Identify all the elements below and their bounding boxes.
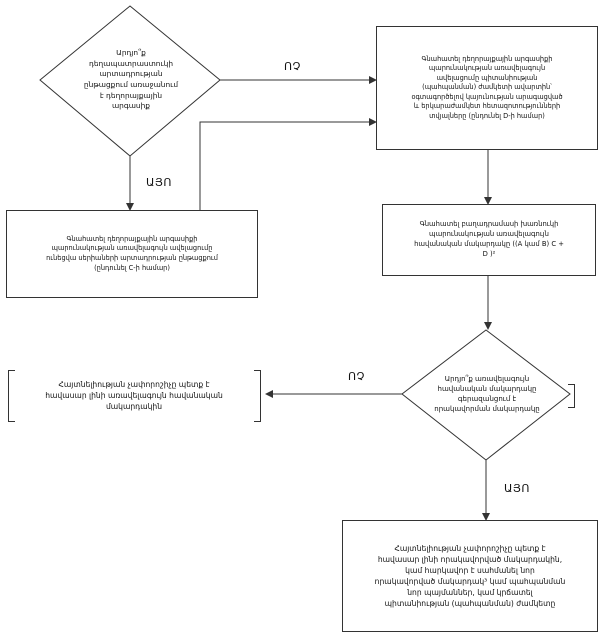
decision-2-label: Արդյո՞ք առավելագույն հավանական մակարդակը…	[434, 374, 540, 414]
decision-1-text: Արդյո՞ք դեղապատրաստուկի արտադրության ընթ…	[58, 30, 204, 130]
process-box-top-right: Գնահատել դեղորայքային արգասիքի պարունակո…	[376, 26, 598, 150]
edge-label-no-top: ՈՉ	[284, 60, 301, 73]
decision-2-bracket-right	[568, 384, 575, 408]
outcome-no-bracket-right	[254, 370, 261, 422]
arrow-left-to-top-right	[199, 118, 377, 210]
process-mid-right-label: Գնահատել բաղադրամասի խառնուկի պարունակու…	[414, 220, 564, 258]
edge-label-yes-bottom: ԱՅՈ	[504, 482, 530, 495]
decision-2-text: Արդյո՞ք առավելագույն հավանական մակարդակը…	[416, 356, 558, 432]
process-left-label: Գնահատել դեղորայքային արգասիքի պարունակո…	[46, 234, 218, 272]
outcome-no-label: Հայտնելիության չափորոշիչը պետք է հավասար…	[45, 379, 223, 411]
process-top-right-label: Գնահատել դեղորայքային արգասիքի պարունակո…	[411, 54, 563, 120]
outcome-yes-label: Հայտնելիության չափորոշիչը պետք է հավասար…	[374, 544, 566, 608]
process-box-left: Գնահատել դեղորայքային արգասիքի պարունակո…	[6, 210, 258, 298]
outcome-no-box: Հայտնելիության չափորոշիչը պետք է հավասար…	[14, 370, 254, 420]
outcome-yes-box: Հայտնելիության չափորոշիչը պետք է հավասար…	[342, 520, 598, 632]
process-box-mid-right: Գնահատել բաղադրամասի խառնուկի պարունակու…	[382, 204, 596, 276]
decision-1-label: Արդյո՞ք դեղապատրաստուկի արտադրության ընթ…	[83, 47, 179, 111]
outcome-no-bracket-left	[8, 370, 15, 422]
edge-label-no-bottom: ՈՉ	[348, 370, 365, 383]
edge-label-yes-left: ԱՅՈ	[146, 176, 172, 189]
